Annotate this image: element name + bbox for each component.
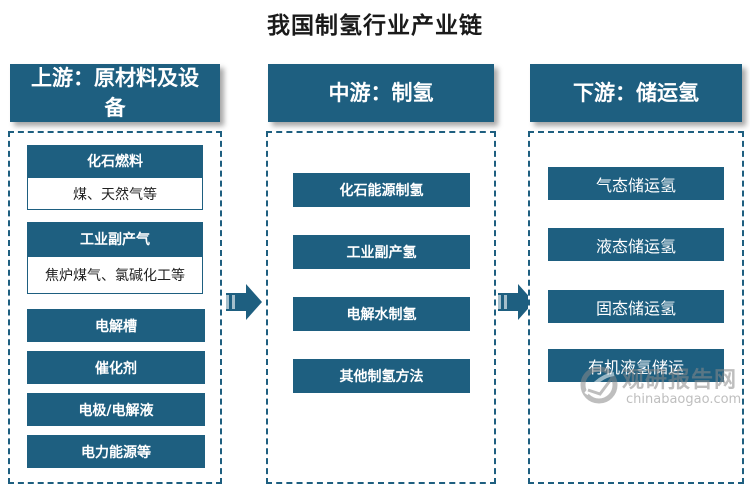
downstream-item-liquid: 液态储运氢: [548, 228, 724, 261]
upstream-header: 上游：原材料及设备: [10, 64, 220, 122]
upstream-group-industrial-detail: 焦炉煤气、氯碱化工等: [27, 256, 203, 294]
flow-arrow-right-icon: [498, 284, 534, 320]
upstream-item-electrode: 电极/电解液: [27, 393, 205, 426]
midstream-header: 中游：制氢: [268, 64, 494, 122]
midstream-item-industrial: 工业副产氢: [293, 235, 470, 269]
upstream-item-electrolyzer: 电解槽: [27, 309, 205, 342]
upstream-group-industrial-label: 工业副产气: [27, 222, 203, 256]
upstream-header-label: 上游：原材料及设备: [31, 65, 199, 120]
upstream-item-catalyst: 催化剂: [27, 351, 205, 384]
watermark-logo-icon: [580, 366, 618, 404]
downstream-item-organic-liquid: 有机液氢储运: [548, 349, 724, 382]
downstream-item-gaseous: 气态储运氢: [548, 167, 724, 200]
watermark: 观研报告网 chinabaogao.com: [578, 360, 748, 420]
downstream-item-solid: 固态储运氢: [548, 290, 724, 323]
midstream-item-electrolysis: 电解水制氢: [293, 297, 470, 331]
upstream-item-power: 电力能源等: [27, 435, 205, 468]
midstream-header-label: 中游：制氢: [328, 80, 434, 105]
flow-arrow-right-icon: [226, 284, 262, 320]
watermark-en: chinabaogao.com: [626, 392, 742, 407]
downstream-header-label: 下游：储运氢: [573, 80, 699, 105]
upstream-group-fossil-detail: 煤、天然气等: [27, 177, 203, 210]
watermark-cn: 观研报告网: [622, 368, 738, 393]
page-title: 我国制氢行业产业链: [267, 12, 483, 39]
midstream-item-fossil: 化石能源制氢: [293, 173, 470, 207]
downstream-header: 下游：储运氢: [530, 64, 742, 122]
midstream-item-other: 其他制氢方法: [293, 359, 470, 393]
upstream-group-fossil-label: 化石燃料: [27, 145, 203, 177]
